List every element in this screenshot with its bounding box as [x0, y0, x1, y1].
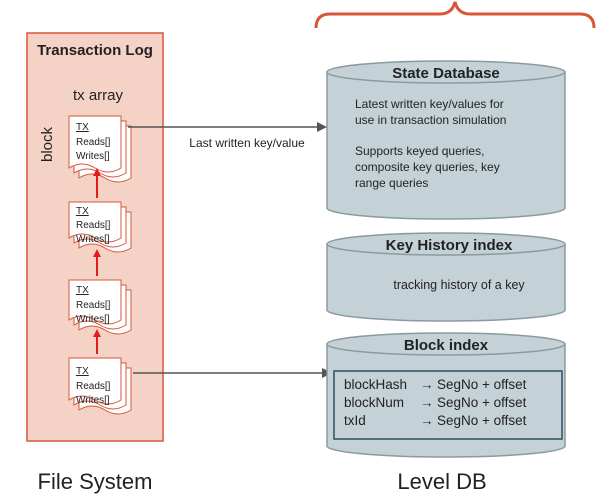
block-index-value: SegNo + offset	[437, 377, 527, 392]
block-index-value: SegNo + offset	[437, 413, 527, 428]
tx-doc-stack: TX Reads[] Writes[]	[68, 357, 132, 415]
level-db-label: Level DB	[397, 469, 486, 494]
writes-label: Writes[]	[76, 234, 110, 245]
tx-doc-stack: TX Reads[] Writes[]	[68, 201, 132, 253]
reads-label: Reads[]	[76, 300, 111, 311]
tx-doc-stack: TX Reads[] Writes[]	[68, 279, 132, 335]
curly-brace	[314, 1, 596, 29]
key-history-desc: tracking history of a key	[393, 278, 525, 292]
state-db-line: Latest written key/values for	[355, 97, 504, 111]
tx-doc-stack: TX Reads[] Writes[]	[68, 115, 132, 183]
reads-label: Reads[]	[76, 137, 111, 148]
block-label: block	[39, 126, 56, 162]
state-db-line: use in transaction simulation	[355, 113, 506, 127]
reads-label: Reads[]	[76, 381, 111, 392]
block-index-title: Block index	[404, 337, 489, 354]
block-index-arrow-glyph: →	[420, 395, 434, 410]
key-history-title: Key History index	[386, 237, 513, 254]
tx-label: TX	[76, 366, 89, 377]
key-history-cylinder: Key History index tracking history of a …	[326, 232, 566, 322]
tx-label: TX	[76, 122, 89, 133]
block-index-arrow-glyph: →	[420, 377, 434, 392]
tx-label: TX	[76, 285, 89, 296]
block-index-arrow-glyph: →	[420, 413, 434, 428]
state-database-cylinder: State Database Latest written key/values…	[326, 60, 566, 220]
state-database-title: State Database	[392, 65, 500, 82]
state-db-line: composite key queries, key	[355, 160, 500, 174]
block-index-value: SegNo + offset	[437, 395, 527, 410]
block-index-cylinder: Block index blockHash → SegNo + offset b…	[326, 332, 566, 458]
block-index-key: txId	[344, 413, 366, 428]
reads-label: Reads[]	[76, 220, 111, 231]
tx-array-label: tx array	[73, 87, 124, 104]
writes-label: Writes[]	[76, 314, 110, 325]
block-index-table	[333, 370, 563, 440]
last-written-label: Last written key/value	[189, 136, 305, 150]
state-db-line: Supports keyed queries,	[355, 144, 484, 158]
file-system-label: File System	[38, 469, 153, 494]
writes-label: Writes[]	[76, 151, 110, 162]
tx-label: TX	[76, 206, 89, 217]
block-index-key: blockNum	[344, 395, 404, 410]
state-db-line: range queries	[355, 176, 428, 190]
block-index-key: blockHash	[344, 377, 407, 392]
writes-label: Writes[]	[76, 395, 110, 406]
transaction-log-title: Transaction Log	[37, 42, 153, 59]
